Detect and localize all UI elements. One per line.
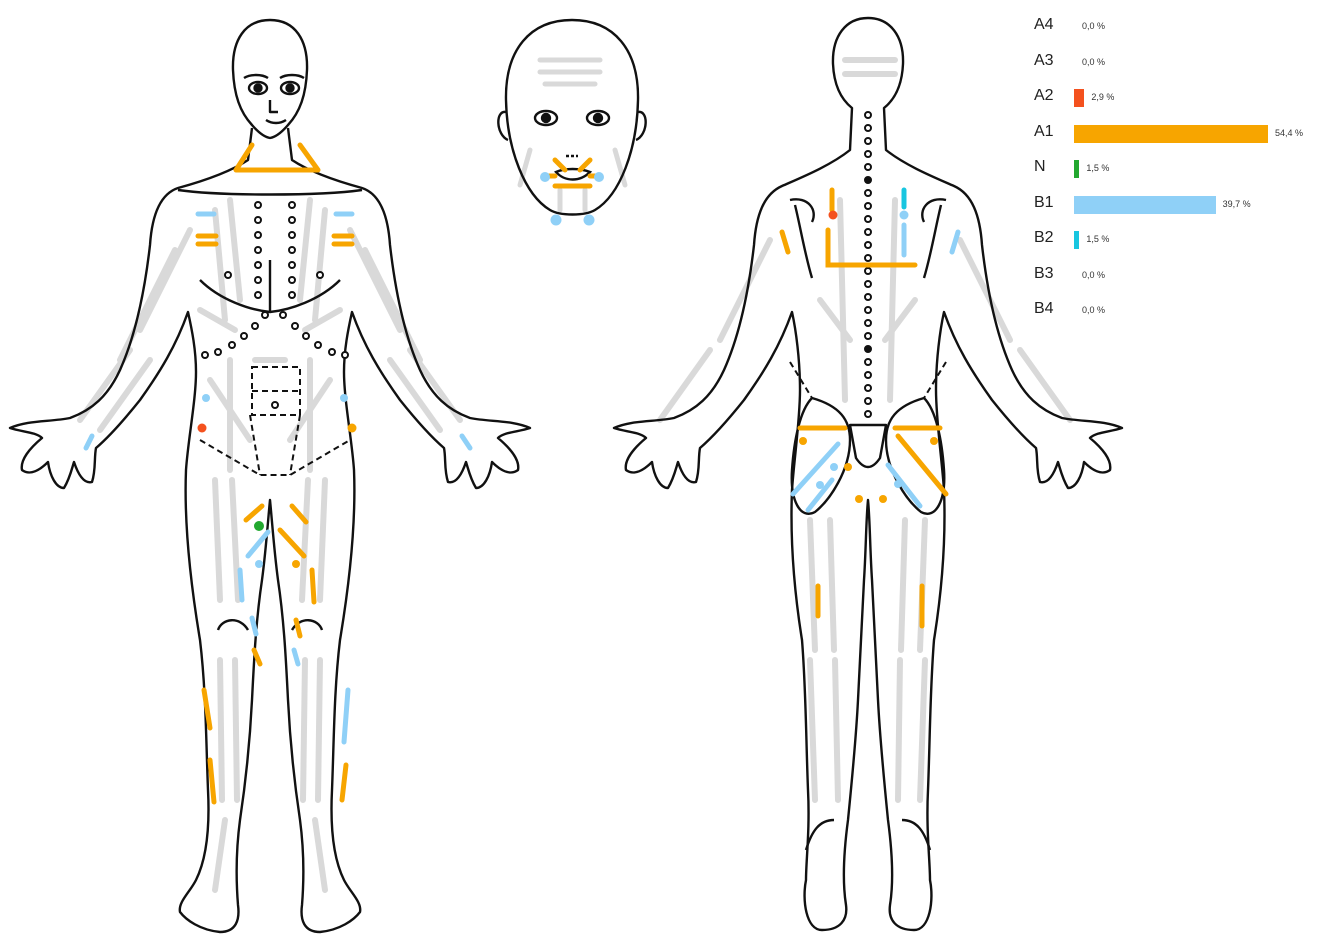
legend-row-n: N 1,5 %	[1034, 156, 1314, 192]
legend-value: 0,0 %	[1082, 305, 1105, 315]
legend-value: 2,9 %	[1091, 92, 1114, 102]
legend-bar	[1074, 89, 1084, 107]
legend-row-b2: B2 1,5 %	[1034, 227, 1314, 263]
front-markers	[200, 202, 350, 475]
legend-row-b4: B4 0,0 %	[1034, 298, 1314, 334]
legend-code: B1	[1034, 194, 1054, 212]
legend-bar	[1074, 231, 1079, 249]
front-finding-dots	[198, 394, 357, 568]
legend-row-a2: A2 2,9 %	[1034, 85, 1314, 121]
legend-value: 0,0 %	[1082, 270, 1105, 280]
legend-code: A2	[1034, 87, 1054, 105]
legend-bar	[1074, 196, 1216, 214]
legend-value: 1,5 %	[1086, 163, 1109, 173]
legend-code: A1	[1034, 123, 1054, 141]
legend-value: 54,4 %	[1275, 128, 1303, 138]
legend-bar	[1074, 125, 1268, 143]
legend: A4 0,0 % A3 0,0 % A2 2,9 % A1 54,4 % N 1,5 % B1 39,…	[1034, 14, 1314, 334]
legend-bar	[1074, 160, 1079, 178]
legend-value: 0,0 %	[1082, 21, 1105, 31]
body-front	[10, 20, 530, 932]
legend-code: A4	[1034, 16, 1054, 34]
legend-code: B3	[1034, 265, 1054, 283]
legend-row-b1: B1 39,7 %	[1034, 192, 1314, 228]
front-outline	[10, 20, 530, 932]
face-front	[498, 20, 645, 226]
legend-row-b3: B3 0,0 %	[1034, 263, 1314, 299]
legend-code: N	[1034, 158, 1046, 176]
legend-row-a4: A4 0,0 %	[1034, 14, 1314, 50]
front-findings	[86, 145, 470, 802]
legend-row-a3: A3 0,0 %	[1034, 50, 1314, 86]
legend-code: A3	[1034, 52, 1054, 70]
legend-code: B4	[1034, 300, 1054, 318]
legend-value: 1,5 %	[1086, 234, 1109, 244]
legend-value: 0,0 %	[1082, 57, 1105, 67]
legend-row-a1: A1 54,4 %	[1034, 121, 1314, 157]
legend-value: 39,7 %	[1223, 199, 1251, 209]
legend-code: B2	[1034, 229, 1054, 247]
